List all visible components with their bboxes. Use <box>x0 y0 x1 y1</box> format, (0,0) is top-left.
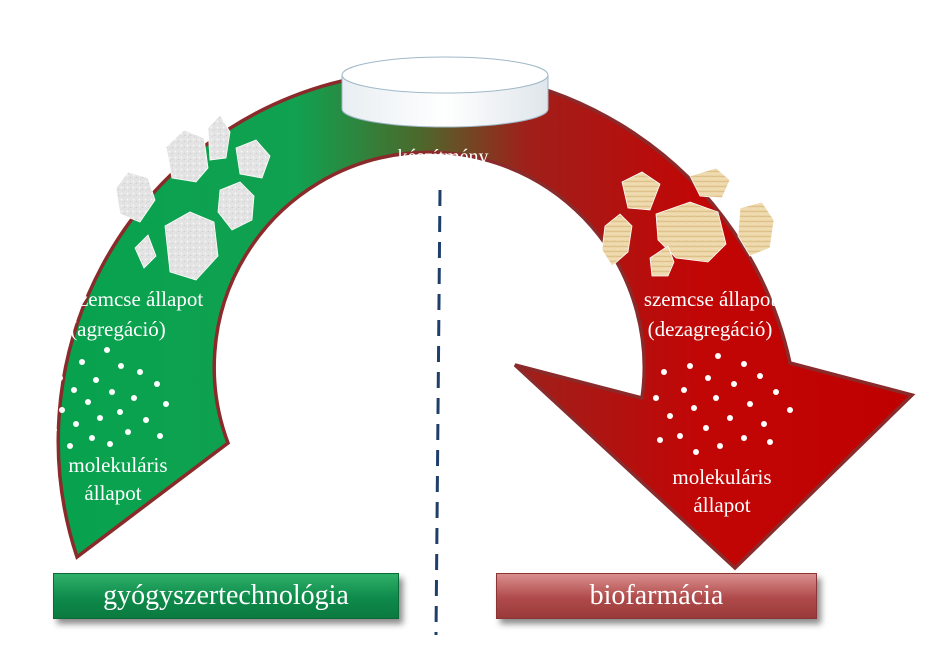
molecules-left-icon <box>45 347 169 449</box>
left-molecular-label-2: állapot <box>84 481 141 505</box>
right-molecular-label-1: molekuláris <box>672 465 771 489</box>
left-particle-label-2: (agregáció) <box>70 317 166 341</box>
right-molecular-label-2: állapot <box>693 493 750 517</box>
biopharmacy-box: biofarmácia <box>496 573 817 619</box>
center-label: készítmény <box>397 146 488 168</box>
aggregated-particles-icon <box>115 114 271 281</box>
left-particle-label-1: szemcse állapot <box>71 287 204 311</box>
disaggregated-particles-icon <box>601 167 775 277</box>
right-particle-label-2: (dezagregáció) <box>648 317 773 341</box>
right-particle-label-1: szemcse állapot <box>644 287 777 311</box>
technology-box: gyógyszertechnológia <box>53 573 399 619</box>
dashed-divider <box>434 189 442 636</box>
left-molecular-label-1: molekuláris <box>68 453 167 477</box>
technology-label: gyógyszertechnológia <box>103 580 349 611</box>
tablet-icon <box>341 56 549 128</box>
biopharmacy-label: biofarmácia <box>589 580 724 611</box>
molecules-right-icon <box>653 353 793 455</box>
